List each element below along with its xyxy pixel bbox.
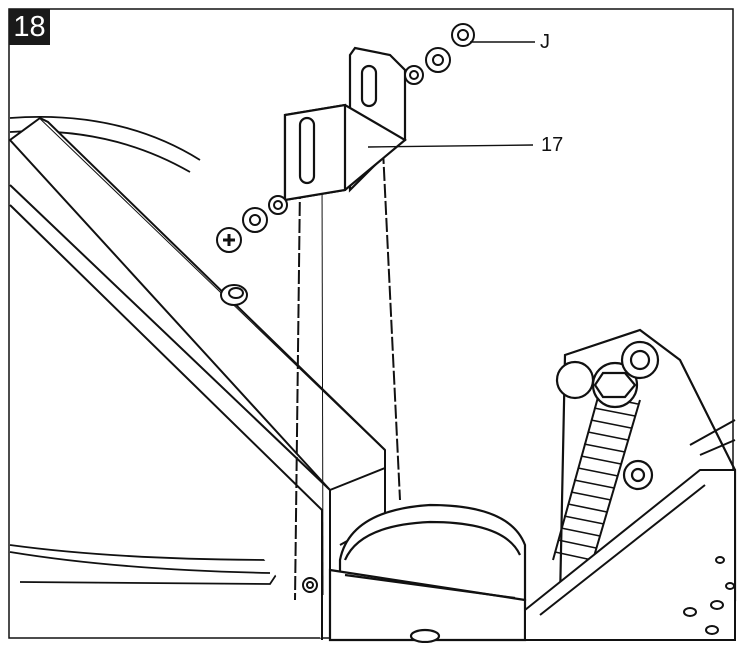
bolt-washer-set-left xyxy=(216,195,288,253)
bolt-washer-set-j xyxy=(404,23,475,85)
right-frame-plate xyxy=(524,419,736,641)
callout-label-j: J xyxy=(540,31,550,53)
arm-screw-icon xyxy=(220,284,248,306)
seat-roller xyxy=(328,503,527,644)
step-number-badge: 18 xyxy=(9,9,50,45)
mounting-bracket xyxy=(283,46,407,202)
callout-label-17: 17 xyxy=(541,134,564,156)
upright-post xyxy=(294,149,401,601)
diagonal-arm xyxy=(8,116,386,640)
callout-leaders xyxy=(367,41,535,148)
post-bottom-screw-icon xyxy=(302,577,318,593)
leader-17 xyxy=(367,144,534,148)
pivot-bolts xyxy=(555,328,737,602)
